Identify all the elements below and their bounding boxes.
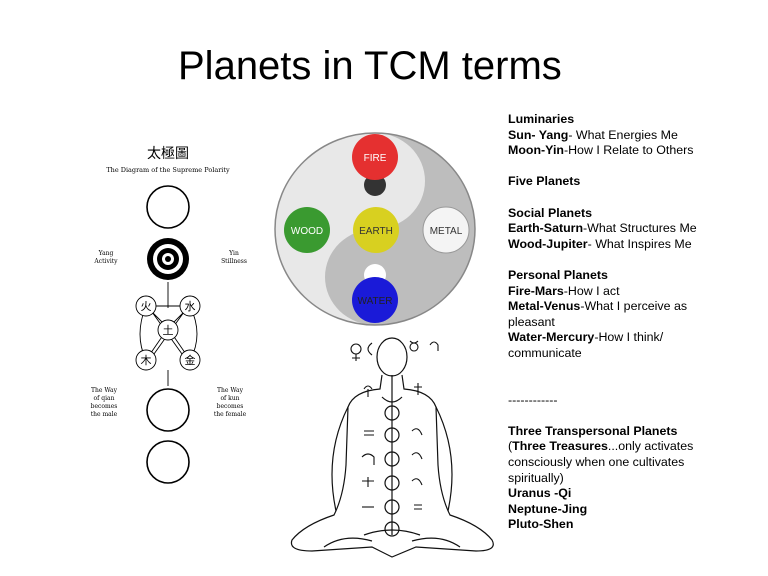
yin-yang-rings [147, 238, 189, 280]
metal-venus-meaning: -What I perceive as [580, 299, 688, 314]
kun-label-line4: the female [214, 411, 247, 418]
metal-venus-label: Metal-Venus [508, 299, 581, 314]
five-elements-circle: FIRE WOOD EARTH METAL WATER [274, 132, 476, 326]
water-mercury-meaning: -How I think/ [594, 330, 664, 345]
qian-label-line4: the male [91, 411, 118, 418]
sun-label: Sun- Yang [508, 127, 569, 142]
water-mercury-label: Water-Mercury [508, 330, 595, 345]
slide-title: Planets in TCM terms [178, 44, 562, 88]
water-element: WATER [352, 277, 398, 323]
metal-venus-meaning-cont: pleasant [508, 314, 555, 329]
qian-kun-circle [146, 388, 190, 432]
fire-label: FIRE [364, 153, 387, 164]
qian-label-line3: becomes [91, 403, 118, 410]
wood-element: WOOD [284, 207, 330, 253]
yang-label-line2: Activity [93, 258, 118, 265]
three-treasures-note-line3: spiritually) [508, 470, 564, 485]
taiji-subtitle: The Diagram of the Supreme Polarity [106, 166, 230, 174]
qian-label-line1: The Way [91, 387, 118, 394]
kun-label-line3: becomes [217, 403, 244, 410]
earth-saturn-label: Earth-Saturn [508, 221, 584, 236]
phase-wood-glyph: 木 [141, 354, 152, 367]
three-treasures-note: ...only activates [607, 439, 694, 454]
earth-saturn-meaning: -What Structures Me [583, 221, 697, 236]
phase-metal-glyph: 金 [185, 353, 196, 367]
sun-line: Sun- Yang- What Energies Me [508, 128, 760, 144]
yin-label-line2: Stillness [221, 258, 247, 265]
section-divider: ------------ [508, 392, 558, 407]
sun-meaning: - What Energies Me [568, 127, 678, 142]
uranus-qi-line: Uranus -Qi [508, 486, 572, 501]
wood-jupiter-line: Wood-Jupiter- What Inspires Me [508, 237, 760, 253]
phase-water-glyph: 水 [185, 300, 196, 313]
yin-half [325, 133, 475, 325]
earth-element: EARTH [353, 207, 399, 253]
planet-correspondences-panel: Luminaries Sun- Yang- What Energies Me M… [508, 112, 760, 533]
earth-label: EARTH [359, 226, 393, 237]
kun-label-line1: The Way [217, 387, 244, 394]
water-label: WATER [358, 296, 393, 307]
five-planets-heading: Five Planets [508, 174, 581, 189]
transpersonal-heading: Three Transpersonal Planets [508, 423, 678, 438]
pluto-shen-line: Pluto-Shen [508, 517, 574, 532]
fire-mars-label: Fire-Mars [508, 283, 564, 298]
three-treasures-note-line2: consciously when one cultivates [508, 455, 685, 470]
moon-label: Moon-Yin [508, 143, 564, 158]
yang-label-line1: Yang [98, 250, 114, 257]
phase-fire-glyph: 火 [141, 300, 152, 313]
meditating-figure-illustration [290, 337, 494, 558]
metal-venus-line: Metal-Venus-What I perceive as [508, 299, 760, 315]
personal-planets-heading: Personal Planets [508, 267, 608, 282]
fire-dot-shadow [364, 174, 386, 196]
luminaries-heading: Luminaries [508, 112, 575, 126]
planet-symbols [350, 340, 439, 510]
fire-mars-meaning: -How I act [563, 283, 620, 298]
yin-label-line1: Yin [228, 250, 239, 257]
moon-line: Moon-Yin-How I Relate to Others [508, 143, 760, 159]
metal-label: METAL [430, 226, 463, 237]
fire-element: FIRE [352, 134, 398, 180]
wood-jupiter-label: Wood-Jupiter [508, 236, 588, 251]
taiji-diagram: 太極圖 The Diagram of the Supreme Polarity … [91, 146, 247, 484]
treasures-open-paren: ( [508, 439, 513, 454]
kun-label-line2: of kun [220, 395, 239, 402]
three-treasures-line: (Three Treasures...only activates [508, 439, 760, 455]
water-mercury-meaning-cont: communicate [508, 345, 582, 360]
wood-jupiter-meaning: - What Inspires Me [587, 236, 692, 251]
wood-label: WOOD [291, 226, 323, 237]
wuji-circle [146, 185, 190, 229]
taiji-chinese-title: 太極圖 [147, 146, 189, 162]
phase-earth-glyph: 土 [163, 324, 174, 337]
neptune-jing-line: Neptune-Jing [508, 501, 588, 516]
water-mercury-line: Water-Mercury-How I think/ [508, 330, 760, 346]
three-treasures-label: Three Treasures [512, 439, 608, 454]
social-planets-heading: Social Planets [508, 205, 593, 220]
myriad-things-circle [146, 440, 190, 484]
moon-meaning: -How I Relate to Others [563, 143, 694, 158]
fire-mars-line: Fire-Mars-How I act [508, 284, 760, 300]
earth-saturn-line: Earth-Saturn-What Structures Me [508, 221, 760, 237]
metal-element: METAL [422, 206, 470, 254]
qian-label-line2: of qian [94, 395, 115, 402]
five-phases-diagram [135, 282, 201, 386]
